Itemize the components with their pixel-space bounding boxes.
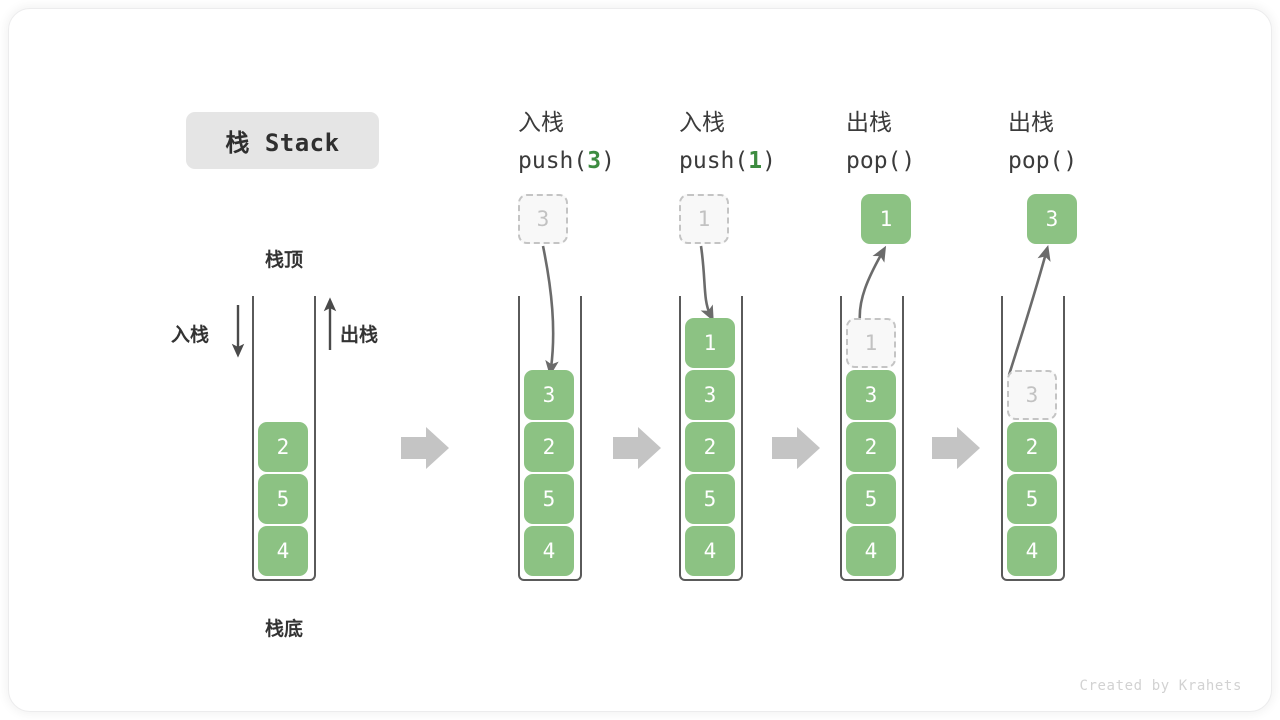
- label-code-prefix-pop-3: pop(: [1008, 148, 1064, 174]
- stack-cell: 2: [524, 422, 574, 472]
- push-direction-label: 入栈: [171, 324, 210, 346]
- stack-cell: 4: [524, 526, 574, 576]
- stack-column-pop-3: [1001, 296, 1065, 581]
- label-code-suffix-push-3: ): [601, 148, 615, 174]
- label-code-prefix-push-1: push(: [679, 148, 749, 174]
- stack-cell: 1: [685, 318, 735, 368]
- stack-cell: 5: [258, 474, 308, 524]
- stack-cell: 2: [685, 422, 735, 472]
- removed-cell-ghost: 3: [1007, 370, 1057, 420]
- label-code-arg-push-3: 3: [587, 148, 602, 174]
- label-cn-push-3: 入栈: [518, 110, 564, 136]
- column-label-pop-1: 出栈 pop(): [846, 104, 915, 180]
- popped-cell: 1: [861, 194, 911, 244]
- column-label-pop-3: 出栈 pop(): [1008, 104, 1077, 180]
- stack-column-pop-1: [840, 296, 904, 581]
- stack-cell: 5: [1007, 474, 1057, 524]
- label-code-prefix-pop-1: pop(: [846, 148, 902, 174]
- stack-cell: 5: [685, 474, 735, 524]
- column-label-push-3: 入栈 push(3): [518, 104, 615, 180]
- popped-cell: 3: [1027, 194, 1077, 244]
- credit-text: Created by Krahets: [1079, 678, 1242, 694]
- stack-cell: 4: [258, 526, 308, 576]
- stack-bottom-label: 栈底: [264, 618, 303, 640]
- label-code-arg-push-1: 1: [748, 148, 763, 174]
- stack-cell: 3: [685, 370, 735, 420]
- stack-cell: 5: [846, 474, 896, 524]
- stack-column-push-1: [679, 296, 743, 581]
- column-label-push-1: 入栈 push(1): [679, 104, 776, 180]
- stack-cell: 4: [846, 526, 896, 576]
- label-cn-pop-1: 出栈: [846, 110, 892, 136]
- removed-cell-ghost: 1: [846, 318, 896, 368]
- stack-cell: 3: [846, 370, 896, 420]
- diagram-title-chip: 栈 Stack: [186, 112, 379, 169]
- label-code-suffix-push-1: ): [762, 148, 776, 174]
- stack-cell: 4: [1007, 526, 1057, 576]
- stack-top-label: 栈顶: [264, 249, 303, 271]
- label-code-prefix-push-3: push(: [518, 148, 588, 174]
- incoming-cell-ghost: 3: [518, 194, 568, 244]
- stack-cell: 2: [258, 422, 308, 472]
- label-cn-push-1: 入栈: [679, 110, 725, 136]
- stack-cell: 3: [524, 370, 574, 420]
- stack-cell: 5: [524, 474, 574, 524]
- stack-column-initial: [252, 296, 316, 581]
- label-code-suffix-pop-1: ): [901, 148, 916, 174]
- stack-cell: 4: [685, 526, 735, 576]
- stack-cell: 2: [846, 422, 896, 472]
- pop-direction-label: 出栈: [340, 324, 379, 346]
- stack-column-push-3: [518, 296, 582, 581]
- label-code-suffix-pop-3: ): [1063, 148, 1078, 174]
- incoming-cell-ghost: 1: [679, 194, 729, 244]
- label-cn-pop-3: 出栈: [1008, 110, 1054, 136]
- stack-cell: 2: [1007, 422, 1057, 472]
